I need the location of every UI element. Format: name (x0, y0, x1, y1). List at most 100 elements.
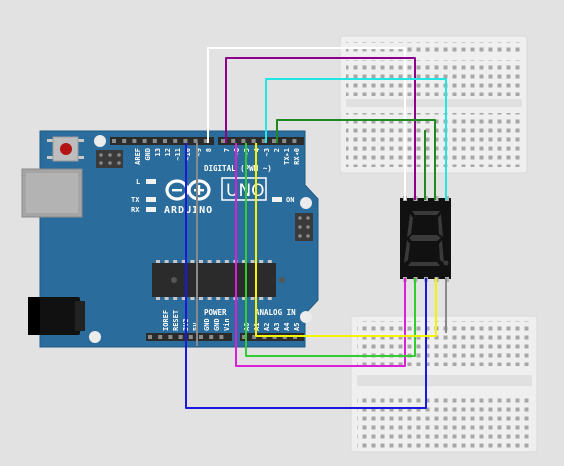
chip-pin (207, 297, 212, 300)
header-pin-hole[interactable] (199, 335, 203, 339)
header-pin-hole[interactable] (163, 139, 167, 143)
chip-pin (190, 297, 195, 300)
mounting-hole (94, 135, 106, 147)
wire-white (207, 47, 406, 200)
chip-pin (267, 260, 272, 263)
header-pin-hole[interactable] (178, 335, 183, 339)
chip-pin (216, 297, 221, 300)
l-led-label: L (136, 178, 140, 186)
header-pin-hole[interactable] (272, 139, 276, 143)
reset-button[interactable] (47, 136, 84, 162)
power-label: POWER (204, 308, 227, 317)
header-pin-hole[interactable] (152, 139, 157, 143)
tx-led-label: TX (131, 196, 140, 204)
chip-pin (181, 260, 186, 263)
header-pin-hole[interactable] (122, 139, 127, 143)
l-led (146, 179, 156, 184)
header-pin-hole[interactable] (142, 139, 147, 143)
chip-pin (156, 260, 160, 263)
digital-pin-label: GND (144, 148, 152, 161)
header-pin-hole[interactable] (231, 139, 236, 143)
header-pin-hole[interactable] (173, 139, 178, 143)
header-pin-hole[interactable] (188, 335, 193, 339)
wires[interactable] (185, 47, 447, 409)
digital-pin-label: AREF (134, 148, 142, 165)
chip-pin (156, 297, 160, 300)
wire-cyan (265, 78, 447, 200)
power-pin-label: Vin (223, 318, 231, 331)
analog-pin-label: A5 (293, 323, 301, 331)
wire-gray (196, 143, 447, 346)
rx-led (146, 207, 156, 212)
power-pin-label: GND (203, 318, 211, 331)
chip-pin (242, 297, 246, 300)
header-pin-hole[interactable] (251, 139, 256, 143)
digital-pin-label: TX▸1 (283, 148, 291, 165)
wire-magenta (235, 143, 406, 367)
mounting-hole (89, 331, 101, 343)
header-pin-hole[interactable] (221, 139, 225, 143)
chip-pin (207, 260, 212, 263)
breadboard-top[interactable] (339, 35, 528, 174)
digit-segments (404, 211, 449, 266)
chip-pin (259, 260, 264, 263)
chip-pin (190, 260, 195, 263)
digital-pin-label: 2 (273, 148, 281, 152)
header-pin-hole[interactable] (241, 139, 246, 143)
digital-pin-label: 7 (223, 148, 231, 152)
usb-connector (21, 168, 83, 218)
rx-led-label: RX (131, 206, 140, 214)
analog-pin-label: A4 (283, 323, 291, 331)
display-pin[interactable] (434, 196, 439, 201)
wire-green-dark (276, 119, 436, 200)
icsp-header-usb (96, 150, 123, 168)
analog-pin-label: A2 (263, 323, 271, 331)
chip-pin (267, 297, 272, 300)
breadboard-bottom[interactable] (350, 315, 538, 453)
wire-purple (225, 57, 416, 200)
chip-pin (173, 297, 178, 300)
on-led: ON (272, 196, 294, 204)
header-pin-hole[interactable] (209, 335, 214, 339)
mounting-hole (300, 311, 312, 323)
chip-pin (199, 260, 203, 263)
chip-pin (216, 260, 221, 263)
digital-pin-label: RX◂0 (293, 148, 301, 165)
power-pin-label: IOREF (162, 310, 170, 331)
status-leds: L TX RX (131, 178, 156, 214)
header-pin-hole[interactable] (252, 335, 257, 339)
header-pin-hole[interactable] (219, 335, 224, 339)
analog-label: ANALOG IN (255, 308, 296, 317)
header-pin-hole[interactable] (132, 139, 137, 143)
header-pin-hole[interactable] (112, 139, 116, 143)
header-pin-hole[interactable] (292, 139, 297, 143)
header-pin-hole[interactable] (148, 335, 152, 339)
mounting-hole (300, 197, 312, 209)
chip-pin (250, 297, 255, 300)
header-pin-hole[interactable] (183, 139, 188, 143)
digital-label: DIGITAL (PWM ~) (204, 164, 272, 173)
wire-yellow (255, 143, 437, 337)
tx-led (146, 197, 156, 202)
digital-pin-label: 12 (164, 148, 172, 156)
header-pin-hole[interactable] (203, 139, 208, 143)
power-jack (28, 297, 85, 335)
seven-segment-display[interactable] (400, 196, 451, 282)
header-pin-hole[interactable] (168, 335, 173, 339)
header-pin-hole[interactable] (261, 139, 266, 143)
header-pin-hole[interactable] (242, 335, 246, 339)
digital-pin-label: ~3 (263, 148, 271, 156)
chip-pin (181, 297, 186, 300)
board-name: ARDUINO (164, 205, 213, 216)
chip-pin (259, 297, 264, 300)
digital-header[interactable] (110, 137, 304, 145)
chip-pin (164, 260, 169, 263)
wire-blue (185, 143, 427, 409)
header-pin-hole[interactable] (158, 335, 163, 339)
on-label: ON (286, 196, 294, 204)
header-pin-hole[interactable] (282, 139, 287, 143)
header-pin-hole[interactable] (193, 139, 198, 143)
microcontroller-chip (152, 260, 285, 300)
